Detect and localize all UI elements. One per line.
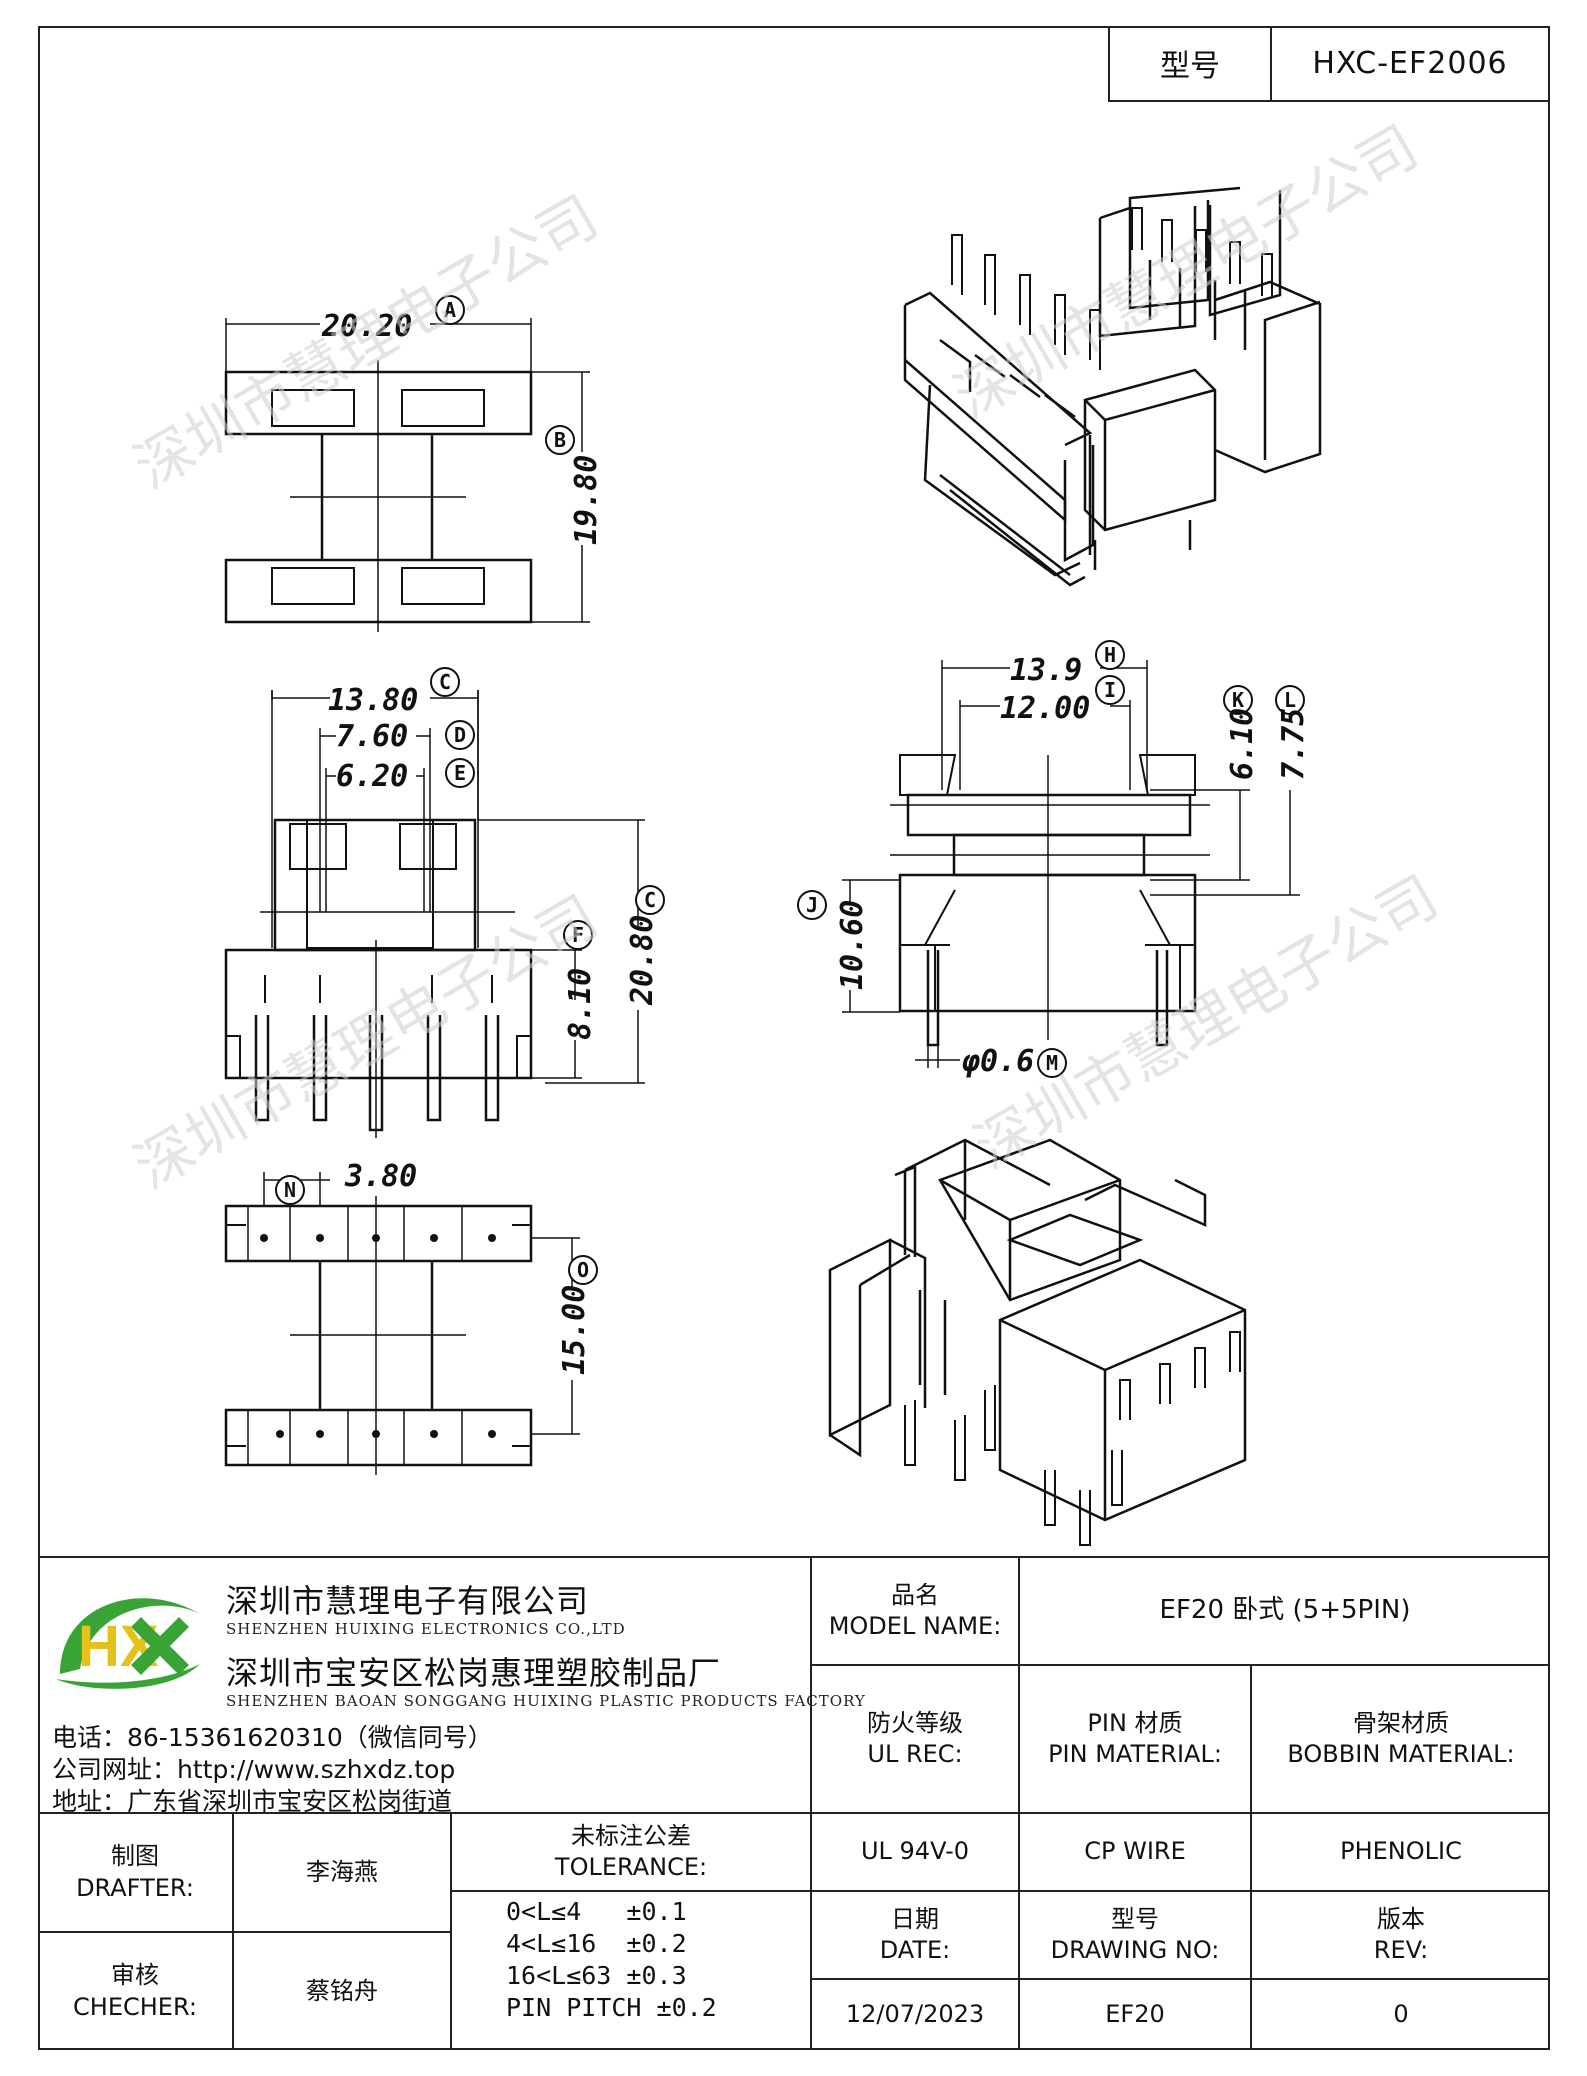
checker-label: 审核 CHECHER: [38, 1933, 232, 2050]
bobbin-material-label: 骨架材质 BOBBIN MATERIAL: [1252, 1666, 1550, 1812]
marker-j: J [806, 893, 818, 917]
drafter-en: DRAFTER: [76, 1873, 194, 1902]
drafter-label: 制图 DRAFTER: [38, 1814, 232, 1931]
company-address: 地址：广东省深圳市宝安区松岗街道 [52, 1787, 453, 1816]
drawing-frame [38, 26, 1550, 2050]
company-name-en: SHENZHEN HUIXING ELECTRONICS CO.,LTD [226, 1620, 626, 1638]
dim-m: φ0.6 [961, 1044, 1034, 1079]
checker-value: 蔡铭舟 [306, 1976, 378, 2005]
dim-c1: 13.80 [328, 683, 418, 718]
checker-cn: 审核 [111, 1961, 159, 1990]
front-view [224, 690, 645, 1138]
isometric-view-top [903, 186, 1322, 587]
marker-c1: C [439, 670, 451, 694]
date-value: 12/07/2023 [845, 2000, 985, 2029]
marker-k: K [1232, 688, 1244, 712]
dim-b: 19.80 [569, 455, 604, 545]
marker-e: E [454, 761, 466, 785]
tolerance-label: 未标注公差 TOLERANCE: [452, 1814, 810, 1890]
drawing-no-label: 型号 DRAWING NO: [1020, 1892, 1250, 1978]
marker-l: L [1284, 688, 1296, 712]
dim-a: 20.20 [321, 309, 412, 344]
isometric-view-bottom [828, 1138, 1247, 1546]
model-label: 型号 [1110, 26, 1272, 100]
tolerance-row: PIN PITCH ±0.2 [506, 1993, 717, 2022]
dim-d: 7.60 [336, 719, 408, 754]
date-en: DATE: [879, 1936, 951, 1964]
marker-a: A [444, 298, 456, 322]
model-name-value: EF20 卧式 (5+5PIN) [1159, 1595, 1411, 1626]
title-block: HX 深圳市慧理电子有限公司 SHENZHEN HUIXING ELECTRON… [38, 1556, 1550, 2050]
tolerance-row: 16<L≤63 ±0.3 [506, 1961, 687, 1990]
tolerance-row: 0<L≤4 ±0.1 [506, 1897, 687, 1926]
watermark-1: 深圳市慧理电子公司 [123, 182, 609, 502]
marker-h: H [1104, 643, 1116, 667]
dim-o: 15.00 [557, 1285, 592, 1375]
bobbin-material-value: PHENOLIC [1340, 1837, 1462, 1866]
drawing-no-cn: 型号 [1111, 1904, 1159, 1933]
fire-rating-cn: 防火等级 [867, 1708, 963, 1737]
marker-n: N [284, 1178, 296, 1202]
date-label: 日期 DATE: [812, 1892, 1018, 1978]
watermark-3: 深圳市慧理电子公司 [123, 882, 609, 1202]
marker-o: O [577, 1258, 589, 1282]
pin-material-value: CP WIRE [1084, 1837, 1186, 1866]
fire-rating-label: 防火等级 UL REC: [812, 1666, 1018, 1812]
model-name-en: MODEL NAME: [828, 1612, 1002, 1640]
marker-m: M [1046, 1051, 1058, 1075]
rev-value: 0 [1393, 2000, 1409, 2029]
tolerance-row: 4<L≤16 ±0.2 [506, 1929, 687, 1958]
marker-i: I [1104, 678, 1116, 702]
company-logo: HX [56, 1598, 200, 1689]
pin-material-en: PIN MATERIAL: [1048, 1740, 1222, 1768]
dim-n: 3.80 [344, 1159, 417, 1194]
drafter-value: 李海燕 [306, 1857, 378, 1886]
model-name-label: 品名 MODEL NAME: [812, 1558, 1018, 1664]
watermark-4: 深圳市慧理电子公司 [963, 862, 1449, 1182]
marker-f: F [572, 923, 584, 947]
fire-rating-en: UL REC: [867, 1740, 963, 1768]
tolerance-en: TOLERANCE: [554, 1853, 708, 1881]
marker-c2: C [644, 888, 656, 912]
dim-k: 6.10 [1225, 708, 1260, 780]
rev-label: 版本 REV: [1252, 1892, 1550, 1978]
dim-l: 7.75 [1276, 708, 1311, 780]
dim-i: 12.00 [1000, 691, 1090, 726]
rev-en: REV: [1373, 1936, 1429, 1964]
company-name-cn: 深圳市慧理电子有限公司 [226, 1582, 590, 1620]
top-view [224, 318, 590, 632]
bobbin-material-en: BOBBIN MATERIAL: [1287, 1740, 1515, 1768]
bobbin-material-cn: 骨架材质 [1353, 1708, 1449, 1737]
drawing-no-en: DRAWING NO: [1050, 1936, 1220, 1964]
tolerance-cn: 未标注公差 [571, 1821, 691, 1850]
pin-material-cn: PIN 材质 [1087, 1708, 1183, 1737]
side-view [842, 660, 1300, 1068]
dim-h: 13.9 [1010, 653, 1082, 688]
watermark-2: 深圳市慧理电子公司 [943, 112, 1429, 432]
dim-j: 10.60 [835, 900, 870, 990]
rev-cn: 版本 [1377, 1904, 1425, 1933]
model-name-cn: 品名 [891, 1580, 939, 1609]
fire-rating-value: UL 94V-0 [860, 1837, 970, 1866]
marker-b: B [554, 428, 566, 452]
model-value: HXC-EF2006 [1312, 45, 1508, 81]
company-phone: 电话：86-15361620310（微信同号） [52, 1723, 493, 1752]
checker-en: CHECHER: [73, 1992, 197, 2021]
factory-name-en: SHENZHEN BAOAN SONGGANG HUIXING PLASTIC … [226, 1692, 866, 1710]
dim-f: 8.10 [563, 968, 598, 1040]
marker-d: D [454, 723, 466, 747]
dim-e: 6.20 [336, 759, 408, 794]
model-number-box: 型号 HXC-EF2006 [1108, 26, 1550, 102]
date-cn: 日期 [891, 1904, 939, 1933]
tolerance-table: 0<L≤4 ±0.1 4<L≤16 ±0.2 16<L≤63 ±0.3 PIN … [506, 1896, 717, 2024]
company-website: 公司网址：http://www.szhxdz.top [52, 1755, 456, 1784]
bottom-view [224, 1172, 580, 1475]
technical-drawing: A B C D E F C H I K L J M N O 20.20 19.8… [123, 112, 1449, 1546]
factory-name-cn: 深圳市宝安区松岗惠理塑胶制品厂 [226, 1654, 722, 1692]
dim-c2: 20.80 [625, 915, 660, 1006]
drafter-cn: 制图 [111, 1842, 159, 1871]
drawing-no-value: EF20 [1105, 2000, 1165, 2029]
pin-material-label: PIN 材质 PIN MATERIAL: [1020, 1666, 1250, 1812]
